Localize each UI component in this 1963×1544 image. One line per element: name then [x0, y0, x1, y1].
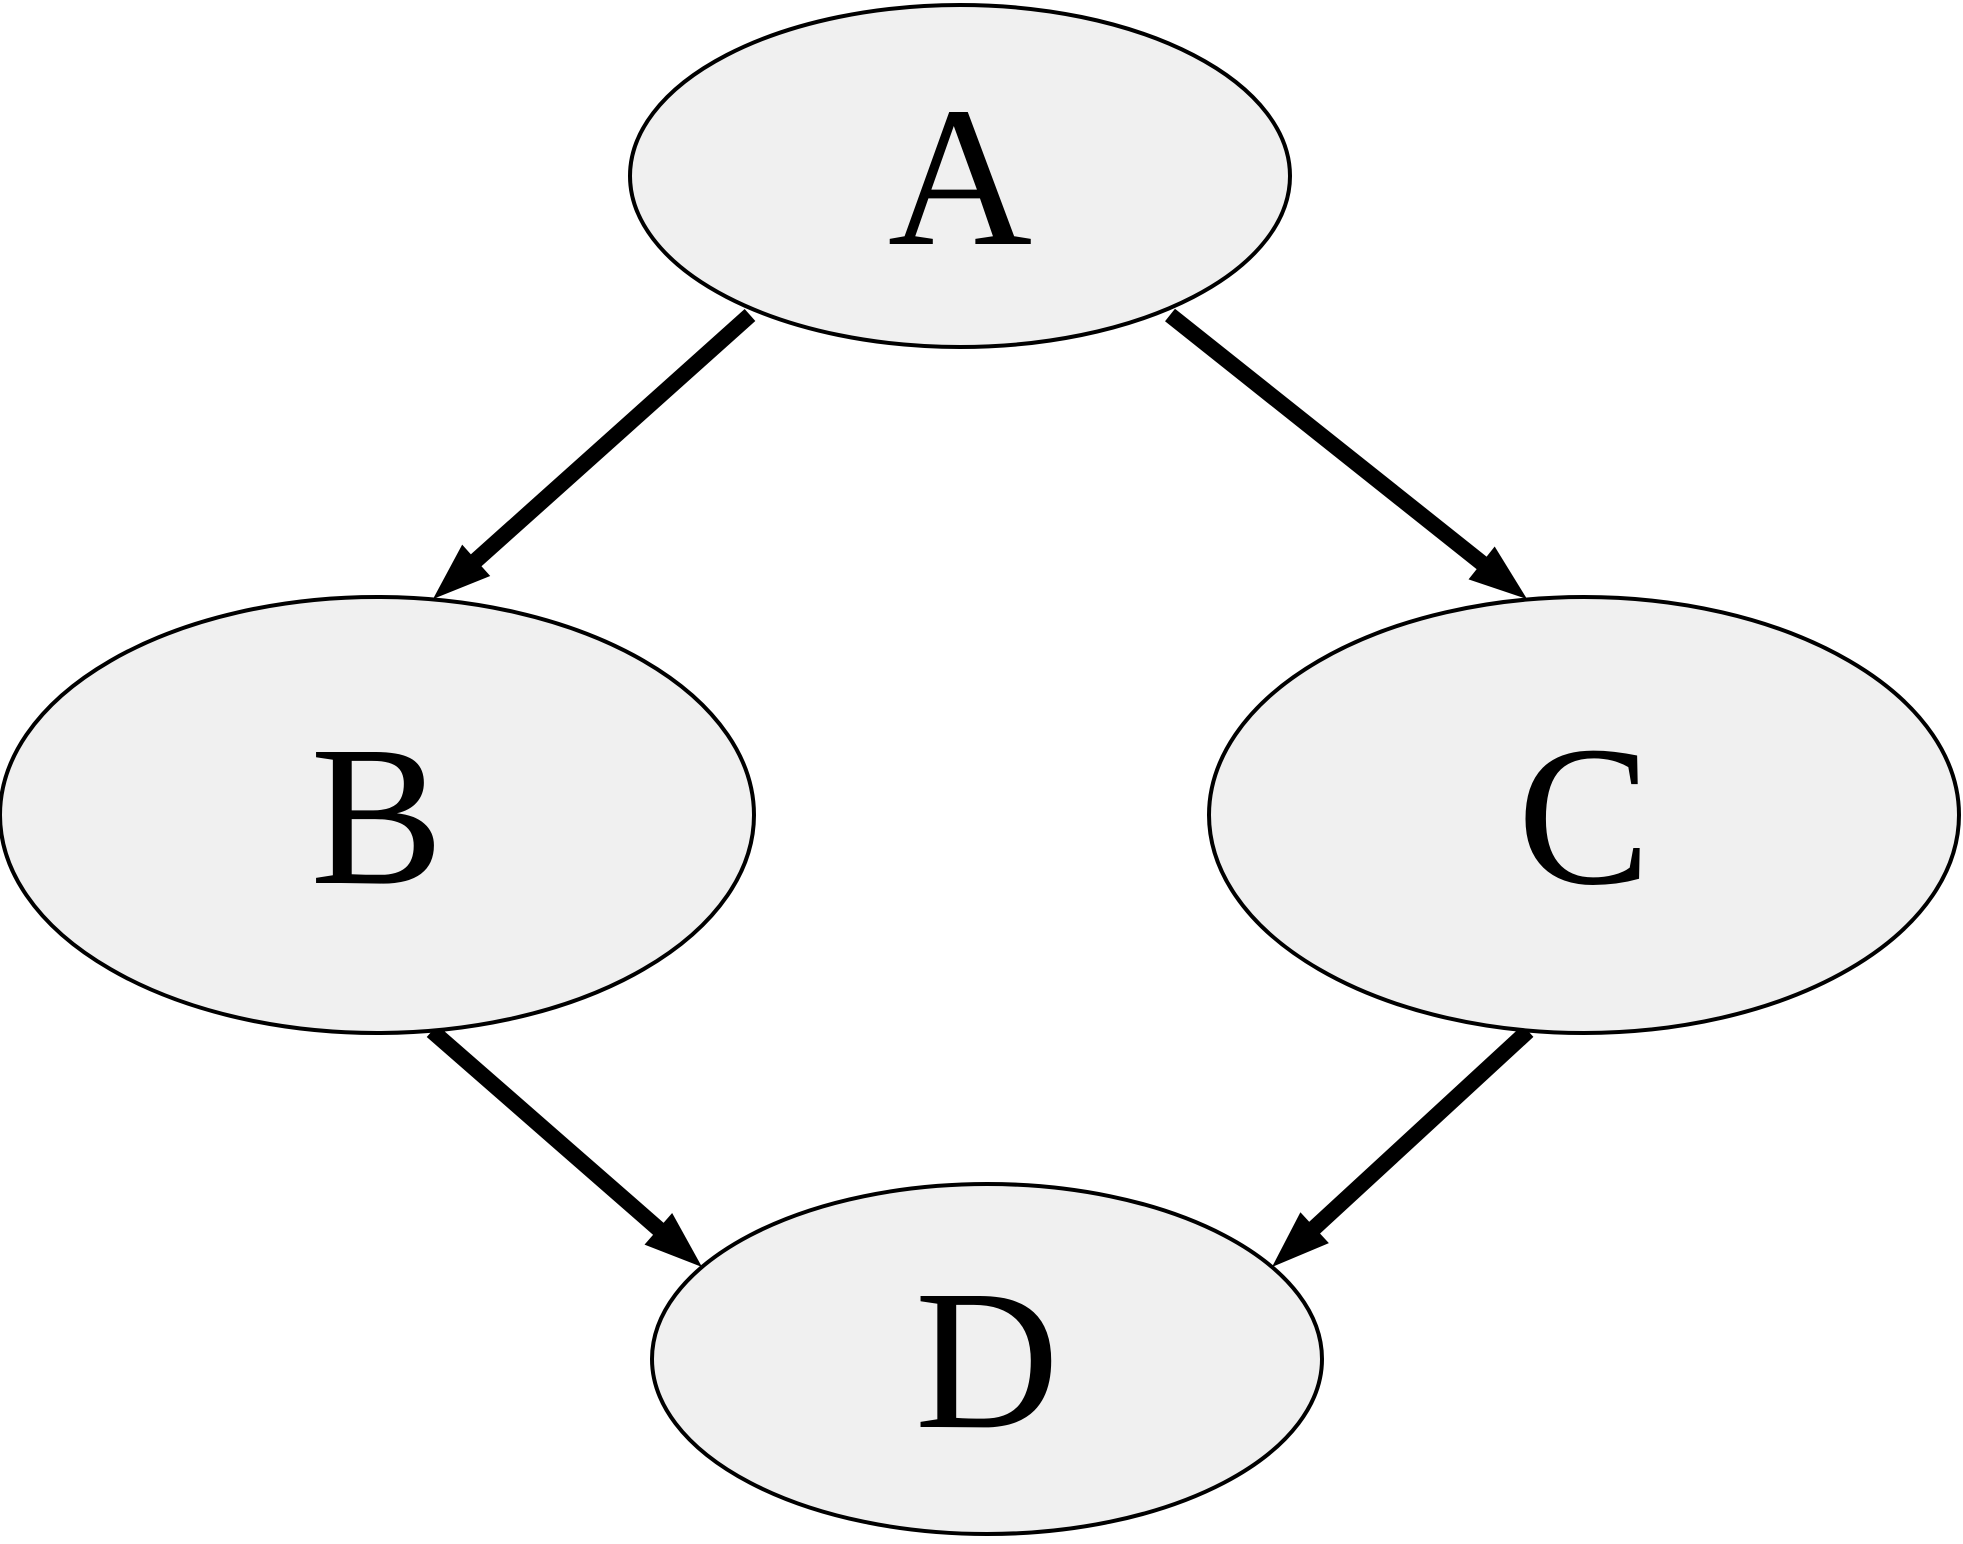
node-A: A [628, 3, 1292, 349]
node-A-label: A [888, 67, 1032, 288]
edge-C-D [1297, 1025, 1534, 1245]
edge-B-D [426, 1024, 676, 1246]
edge-A-C [1165, 308, 1500, 580]
arrowhead-icon-B-D [644, 1213, 702, 1267]
node-C-label: C [1517, 706, 1650, 927]
edges-layer [426, 308, 1534, 1267]
edge-A-B [458, 309, 756, 577]
node-C: C [1207, 595, 1961, 1035]
node-C-ellipse [1207, 595, 1961, 1035]
node-A-ellipse [628, 3, 1292, 349]
node-B-ellipse [0, 595, 756, 1035]
arrowhead-icon-A-B [433, 544, 491, 599]
node-D-label: D [915, 1250, 1059, 1471]
nodes-layer: A B C D [0, 3, 1961, 1536]
arrowhead-icon-A-C [1468, 546, 1527, 599]
node-B: B [0, 595, 756, 1035]
node-D: D [650, 1182, 1324, 1536]
node-D-ellipse [650, 1182, 1324, 1536]
node-B-label: B [310, 706, 443, 927]
arrowhead-icon-C-D [1272, 1212, 1329, 1267]
